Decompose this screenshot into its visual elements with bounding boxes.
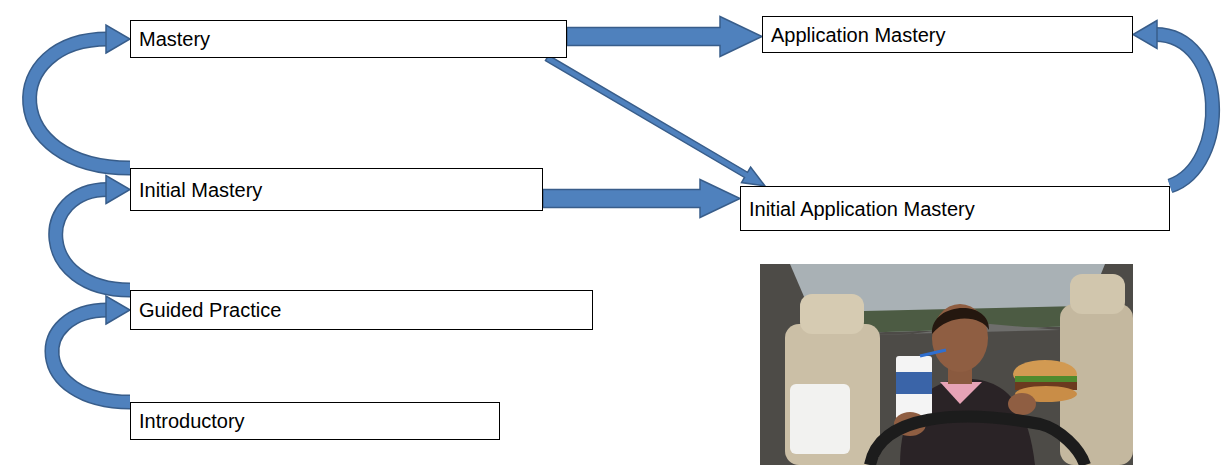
curved-arrow-shaft xyxy=(1155,35,1213,187)
curved-arrow-outline xyxy=(56,190,130,291)
flow-arrow xyxy=(543,180,740,218)
flow-arrow xyxy=(52,296,130,402)
arrow-head xyxy=(106,296,130,324)
arrow-head xyxy=(106,176,130,204)
block-arrow xyxy=(546,55,766,186)
block-arrow xyxy=(543,180,740,218)
box-label: Guided Practice xyxy=(139,298,281,322)
flow-arrow xyxy=(56,176,130,291)
flow-arrow xyxy=(1133,21,1213,187)
stage-box: Initial Application Mastery xyxy=(740,186,1170,231)
arrow-head xyxy=(106,25,130,53)
arrow-head xyxy=(1133,21,1157,49)
box-label: Initial Application Mastery xyxy=(749,197,975,221)
curved-arrow-shaft xyxy=(56,190,130,291)
stage-box: Initial Mastery xyxy=(130,168,543,211)
curved-arrow-outline xyxy=(30,39,130,168)
curved-arrow-shaft xyxy=(30,39,130,168)
curved-arrow-shaft xyxy=(52,310,130,402)
box-label: Mastery xyxy=(139,27,210,51)
block-arrow xyxy=(567,17,762,57)
box-label: Application Mastery xyxy=(771,23,946,47)
flow-arrow xyxy=(30,25,130,168)
stage-box: Introductory xyxy=(130,402,500,440)
box-label: Introductory xyxy=(139,409,245,433)
box-label: Initial Mastery xyxy=(139,178,262,202)
stage-box: Guided Practice xyxy=(130,290,593,330)
curved-arrow-outline xyxy=(1155,35,1213,187)
stage-box: Mastery xyxy=(130,20,567,58)
flow-arrow xyxy=(546,55,766,186)
driver-eating-photo xyxy=(760,264,1133,465)
flow-arrow xyxy=(567,17,762,57)
stage-box: Application Mastery xyxy=(762,16,1133,53)
curved-arrow-outline xyxy=(52,310,130,402)
